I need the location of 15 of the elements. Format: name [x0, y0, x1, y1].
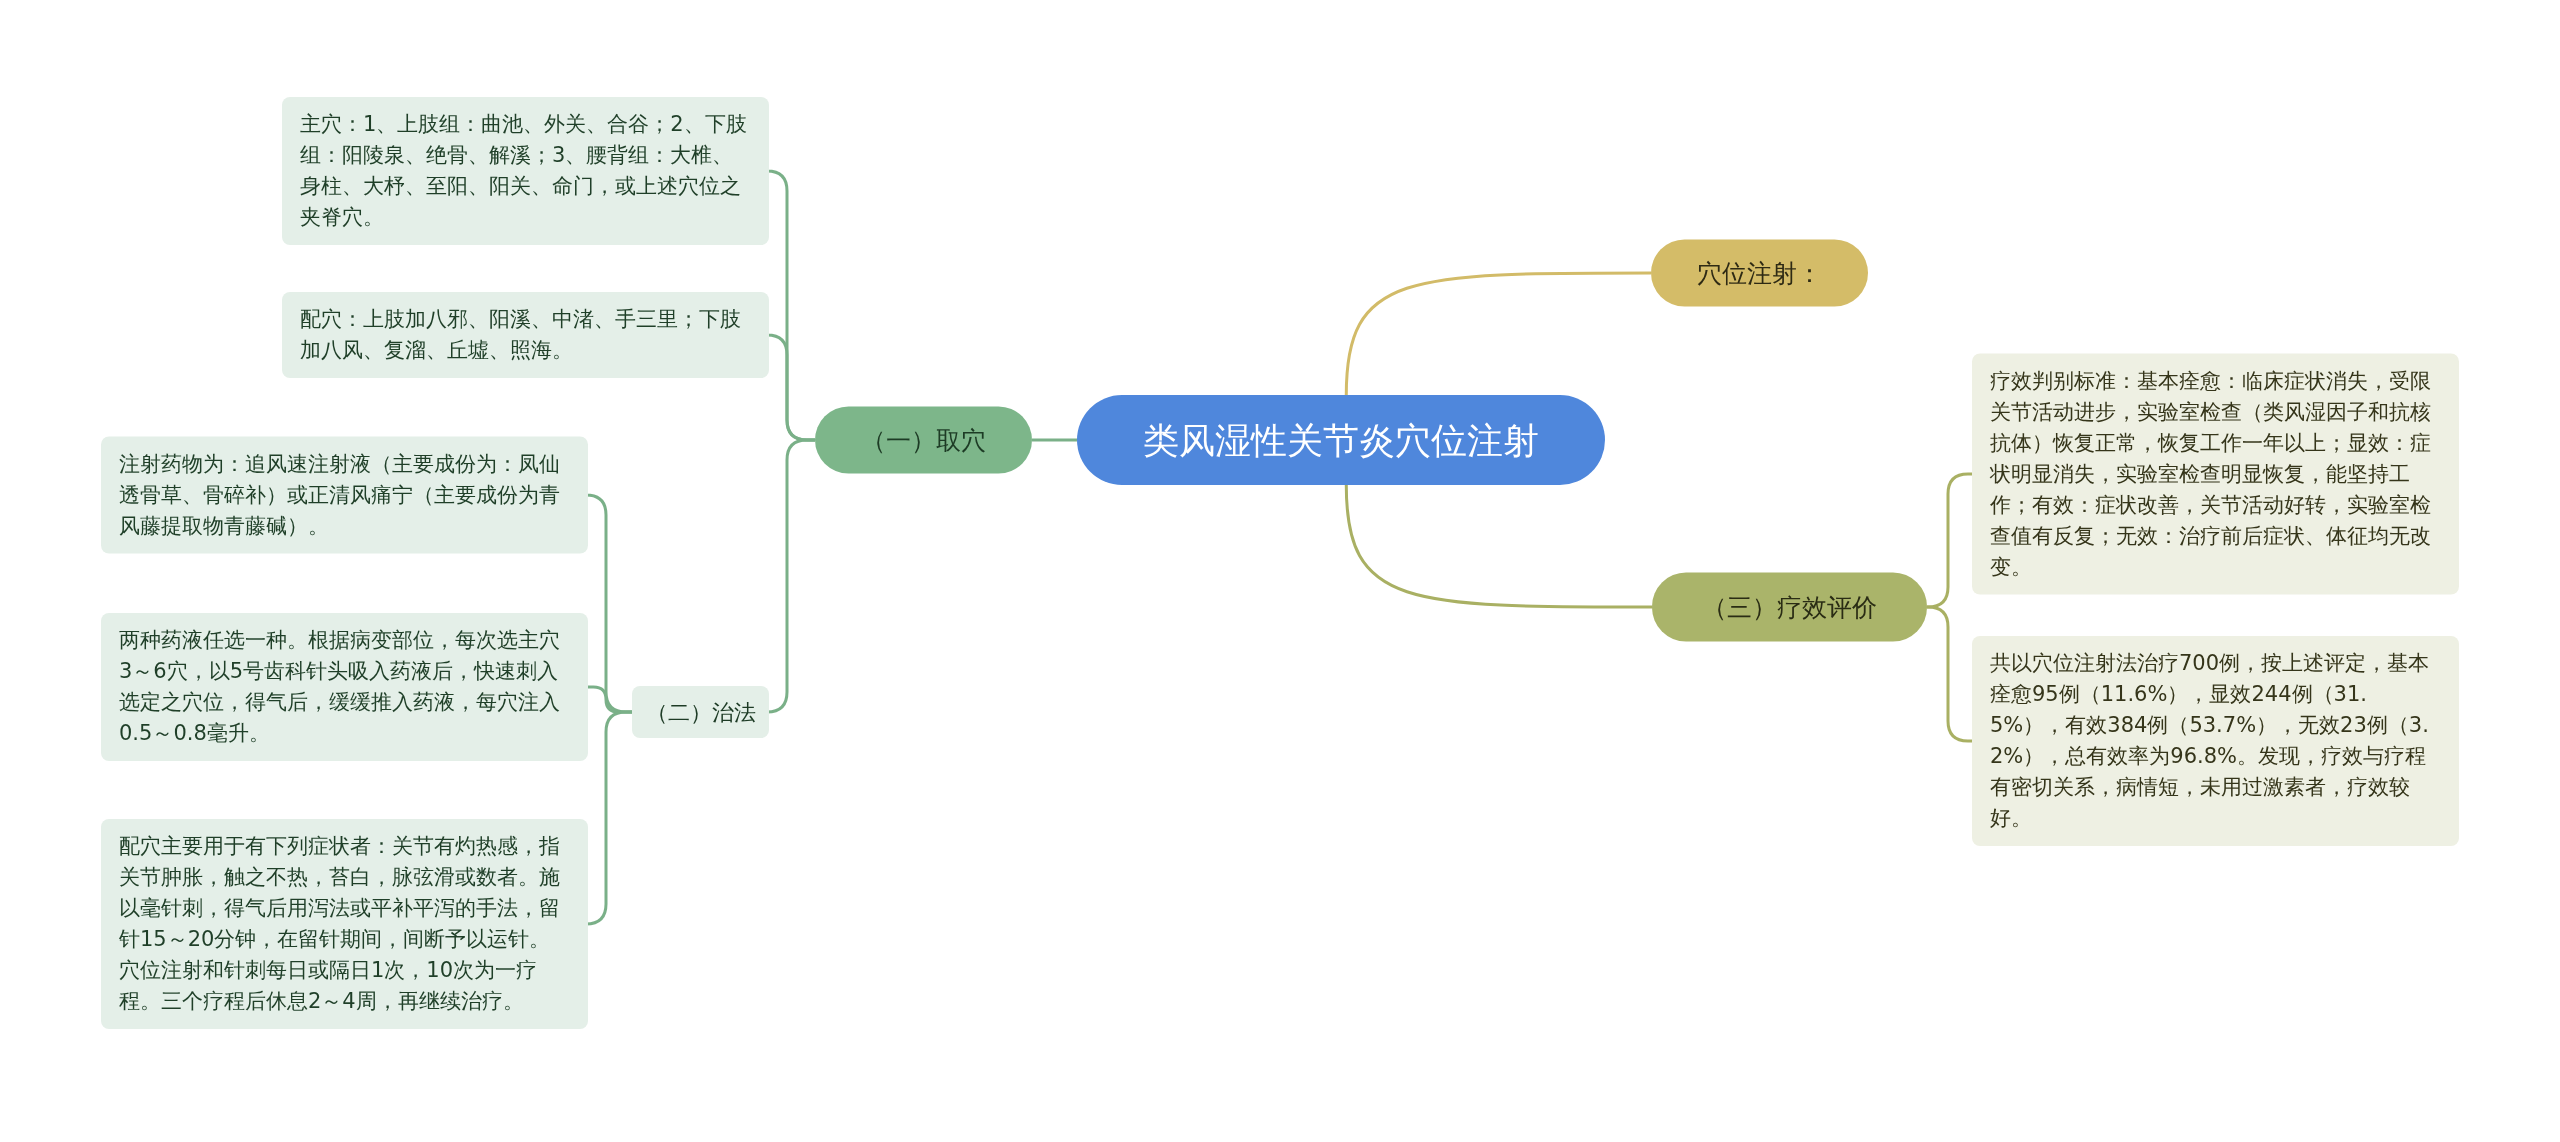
note-card: 配穴主要用于有下列症状者：关节有灼热感，指关节肿胀，触之不热，苔白，脉弦滑或数者。施以毫针刺，得气后用泻法或平补平泻的手法，留针15～20分钟，在留针期间，间断予以运针。穴位注射和针刺每日或隔日1次，10次为一疗程。三个疗程后休息2～4周，再继续治疗。 [101, 819, 588, 1029]
branch-topic: （一）取穴 [815, 406, 1032, 474]
note-card: 注射药物为：追风速注射液（主要成份为：凤仙透骨草、骨碎补）或正清风痛宁（主要成份为青风藤提取物青藤碱）。 [101, 436, 588, 554]
note-card: 主穴：1、上肢组：曲池、外关、合谷；2、下肢组：阳陵泉、绝骨、解溪；3、腰背组：大椎、身柱、大杼、至阳、阳关、命门，或上述穴位之夹脊穴。 [282, 97, 769, 245]
note-card: 两种药液任选一种。根据病变部位，每次选主穴3～6穴，以5号齿科针头吸入药液后，快速刺入选定之穴位，得气后，缓缓推入药液，每穴注入0.5～0.8毫升。 [101, 613, 588, 761]
branch-topic: （三）疗效评价 [1652, 572, 1927, 642]
connector-line [1032, 438, 1077, 442]
subtopic-card: （二）治法 [632, 686, 769, 738]
branch-topic: 穴位注射： [1651, 239, 1868, 307]
note-card: 疗效判别标准：基本痊愈：临床症状消失，受限关节活动进步，实验室检查（类风湿因子和抗核抗体）恢复正常，恢复工作一年以上；显效：症状明显消失，实验室检查明显恢复，能坚持工作；有效：症状改善，关节活动好转，实验室检查值有反复；无效：治疗前后症状、体征均无改变。 [1972, 353, 2459, 595]
central-topic: 类风湿性关节炎穴位注射 [1077, 395, 1605, 485]
note-card: 共以穴位注射法治疗700例，按上述评定，基本痊愈95例（11.6%），显效244例（31.5%），有效384例（53.7%），无效23例（3.2%），总有效率为96.8%。发现，疗效与疗程有密切关系，病情短，未用过激素者，疗效较好。 [1972, 636, 2459, 846]
connector-line [1344, 271, 1651, 396]
note-card: 配穴：上肢加八邪、阳溪、中渚、手三里；下肢加八风、复溜、丘墟、照海。 [282, 292, 769, 378]
connector-line [1344, 484, 1652, 609]
